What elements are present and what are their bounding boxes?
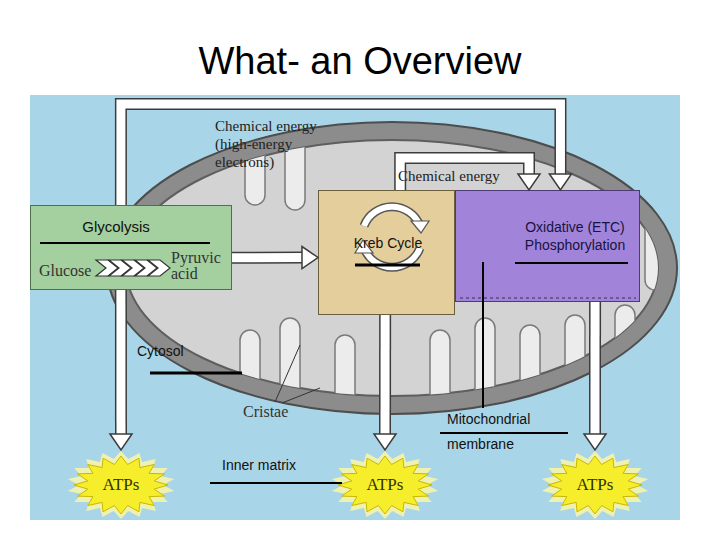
stage-label: Kreb Cycle: [336, 235, 440, 252]
dashed-divider: [460, 298, 636, 299]
crista: [615, 305, 635, 425]
arrow-body: [400, 158, 529, 190]
crista: [245, 110, 265, 205]
glucose-chevrons: [96, 260, 170, 276]
leader-line: [282, 388, 320, 403]
region-label: Inner matrix: [222, 457, 332, 474]
crista: [335, 335, 355, 445]
arrow-head: [110, 434, 132, 450]
stage-label: Glycolysis: [41, 218, 191, 236]
arrow-body: [232, 253, 304, 262]
oxidative-phosphorylation-box: Oxidative (ETC) Phosphorylation: [455, 190, 640, 302]
arrow-label: Chemical energy: [398, 167, 528, 185]
stage-label: Oxidative (ETC) Phosphorylation: [511, 219, 639, 254]
cycle-arc: [364, 248, 420, 267]
glycolysis-box: GlycolysisGlucose Pyruvic acid: [30, 205, 232, 290]
crista: [520, 325, 540, 445]
cycle-arrowhead: [411, 221, 429, 233]
chevron: [109, 260, 131, 276]
flow-arrow: [584, 302, 606, 450]
arrow-outline: [400, 158, 529, 190]
arrow-label: Chemical energy (high-energy electrons): [215, 117, 333, 171]
arrow-head: [584, 434, 606, 450]
blank-underline: [150, 372, 242, 375]
blank-underline: [515, 262, 628, 264]
blank-underline: [355, 264, 420, 267]
cycle-arrowhead: [355, 240, 373, 253]
leader-line: [482, 262, 484, 408]
crista: [285, 110, 305, 210]
chevron: [135, 260, 157, 276]
arrow-outline: [115, 290, 127, 436]
atp-burst: ATPs: [66, 450, 176, 520]
flow-arrow: [110, 290, 132, 450]
atp-label: ATPs: [330, 475, 440, 495]
molecule-label: Glucose: [39, 261, 109, 280]
slide-title: What- an Overview: [0, 42, 720, 80]
chevron: [148, 260, 170, 276]
chevron: [96, 260, 118, 276]
arrow-outline: [232, 252, 304, 264]
atp-label: ATPs: [66, 475, 176, 495]
flow-arrow: [400, 158, 540, 190]
blank-underline: [440, 432, 568, 434]
crista: [645, 200, 665, 290]
structure-label: Cristae: [243, 402, 313, 421]
arrow-outline: [589, 302, 601, 436]
crista: [430, 330, 450, 440]
crista: [240, 330, 260, 440]
blank-underline: [210, 482, 342, 484]
arrow-body: [381, 315, 390, 436]
molecule-label: Pyruvic acid: [171, 250, 231, 282]
flow-arrow: [232, 247, 318, 269]
arrow-head: [549, 174, 571, 190]
arrow-head: [518, 174, 540, 190]
atp-burst: ATPs: [540, 450, 650, 520]
arrow-head: [374, 434, 396, 450]
arrow-body: [591, 302, 600, 436]
arrow-head: [302, 247, 318, 269]
krebs-cycle-box: Kreb Cycle: [318, 190, 455, 315]
cycle-arc: [364, 207, 420, 226]
crista: [475, 318, 495, 438]
arrow-body: [116, 290, 125, 436]
cristae-folds: [240, 110, 665, 445]
chevron: [122, 260, 144, 276]
figure-background: [30, 95, 680, 520]
structure-label: Mitochondrial membrane: [447, 407, 572, 456]
atp-burst: ATPs: [330, 450, 440, 520]
crista: [565, 315, 585, 435]
arrow-outline: [379, 315, 391, 436]
flow-arrow: [374, 315, 396, 450]
cycle-arrows: [355, 207, 429, 267]
cycle-arc-outline: [364, 207, 420, 226]
leader-line: [275, 345, 300, 402]
crista: [280, 318, 300, 438]
cycle-arc-outline: [364, 248, 420, 267]
blank-underline: [40, 242, 210, 244]
region-label: Cytosol: [137, 343, 217, 360]
atp-label: ATPs: [540, 475, 650, 495]
